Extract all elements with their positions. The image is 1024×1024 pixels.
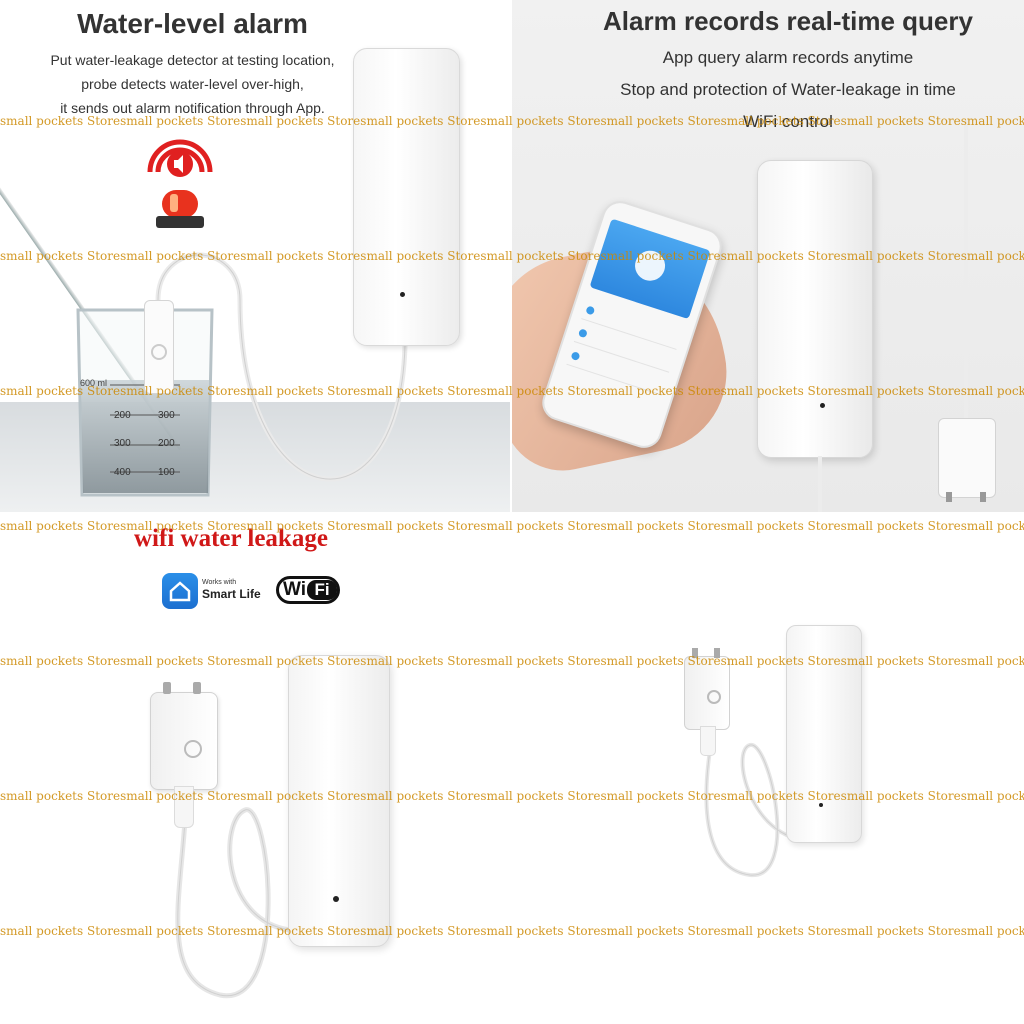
status-led xyxy=(400,292,405,297)
probe-pin xyxy=(946,492,952,502)
water-probe xyxy=(938,418,996,498)
panel-title: Water-level alarm xyxy=(77,8,308,39)
sensor-cable xyxy=(155,252,408,482)
beaker-label-100r: 100 xyxy=(158,467,175,478)
description-line: Put water-leakage detector at testing lo… xyxy=(50,52,335,68)
description-line: probe detects water-level over-high, xyxy=(81,76,304,92)
smart-life-logo-icon xyxy=(162,573,198,609)
feature-line: WiFi control xyxy=(743,112,833,131)
beaker-label-300r: 300 xyxy=(158,410,175,421)
water-probe xyxy=(150,692,218,790)
probe-indicator-icon xyxy=(151,344,167,360)
beaker-label-600: 600 ml xyxy=(80,378,108,388)
house-icon xyxy=(169,581,191,602)
leak-sensor-device xyxy=(288,655,390,947)
measuring-beaker xyxy=(76,308,214,497)
alarm-records-panel: Alarm records real-time query App query … xyxy=(512,0,1024,512)
probe-pin xyxy=(714,648,720,658)
leak-sensor-device xyxy=(353,48,460,346)
status-led xyxy=(820,403,825,408)
alarm-siren-icon xyxy=(147,139,213,228)
feature-line: Stop and protection of Water-leakage in … xyxy=(620,80,956,99)
feature-line: App query alarm records anytime xyxy=(662,48,914,67)
probe-pin xyxy=(980,492,986,502)
probe-stem xyxy=(700,726,716,756)
probe-sensor-icon xyxy=(707,690,721,704)
probe-pin xyxy=(193,682,201,694)
sensor-cable xyxy=(818,456,822,512)
status-led xyxy=(819,803,823,807)
panel-title: Alarm records real-time query xyxy=(603,6,973,36)
wifi-badge-wi: Wi xyxy=(283,579,307,600)
smart-life-name: Smart Life xyxy=(202,587,261,601)
beaker-label-200r: 200 xyxy=(158,438,175,449)
sensor-cable xyxy=(964,120,968,420)
wifi-badge-icon: Wi Fi xyxy=(276,576,340,604)
leak-sensor-device xyxy=(757,160,873,458)
leak-sensor-device xyxy=(786,625,862,843)
status-led xyxy=(333,896,339,902)
product-title: wifi water leakage xyxy=(134,525,328,552)
probe-pin xyxy=(692,648,698,658)
water-level-alarm-panel: Water-level alarm Put water-leakage dete… xyxy=(0,0,510,512)
beaker-label-300: 300 xyxy=(114,438,131,449)
probe-sensor-icon xyxy=(184,740,202,758)
sensor-cable xyxy=(704,743,811,878)
beaker-label-200: 200 xyxy=(114,410,131,421)
sensor-cable xyxy=(175,807,291,998)
beaker-label-400: 400 xyxy=(114,467,131,478)
description-line: it sends out alarm notification through … xyxy=(60,100,325,116)
probe-stem xyxy=(174,786,194,828)
probe-pin xyxy=(163,682,171,694)
wifi-badge-fi: Fi xyxy=(307,580,337,600)
smart-life-caption: Works with xyxy=(202,579,237,586)
